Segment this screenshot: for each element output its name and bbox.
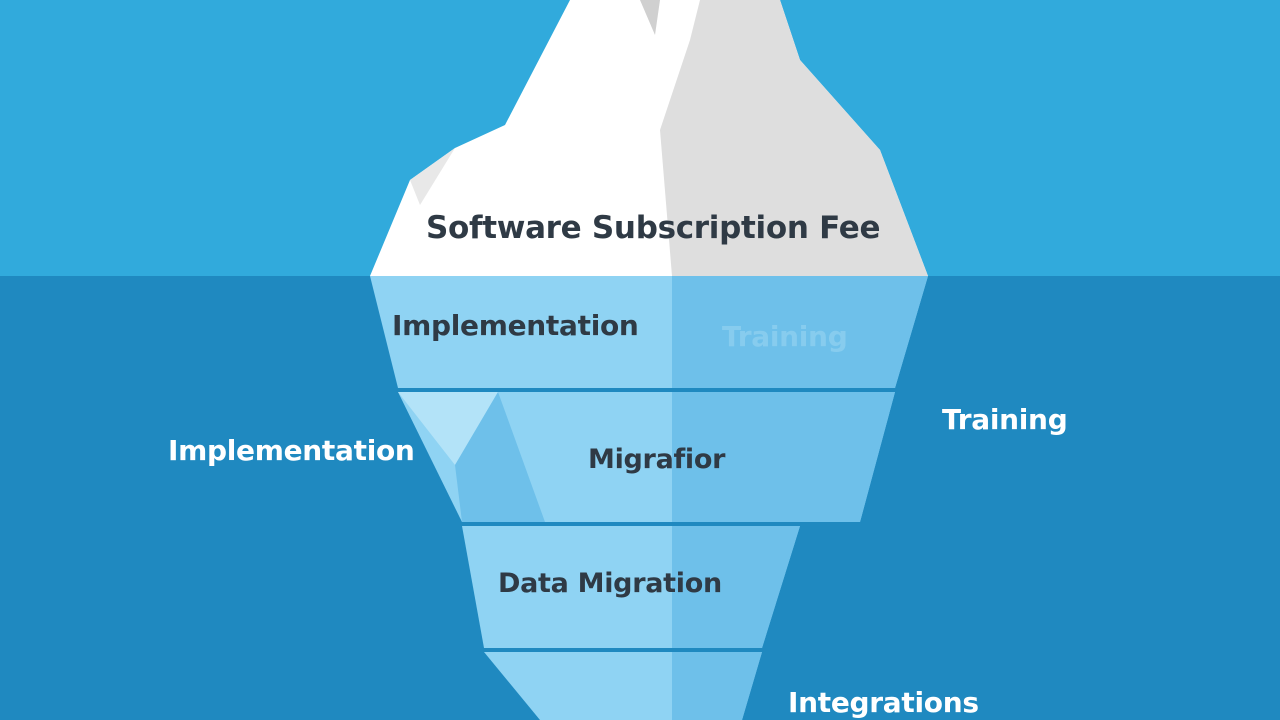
iceberg-tip-facet-left bbox=[410, 148, 455, 205]
underwater-layer-1-shade bbox=[672, 276, 928, 388]
underwater-layer-2-facet-mid bbox=[455, 392, 545, 522]
layer-2-label: Migrafior bbox=[588, 444, 726, 475]
underwater-layer-2-shade bbox=[672, 392, 895, 522]
left-outside-label: Implementation bbox=[168, 434, 415, 467]
above-water-label: Software Subscription Fee bbox=[426, 210, 881, 246]
bottom-right-outside-label: Integrations bbox=[788, 686, 979, 719]
underwater-layer-2-facet bbox=[398, 392, 498, 465]
iceberg-tip-facet-top bbox=[640, 0, 660, 35]
underwater-layer-3-shade bbox=[672, 526, 800, 648]
iceberg-tip-shade bbox=[660, 0, 928, 276]
underwater-layer-4-shade bbox=[672, 652, 762, 720]
layer-3-label: Data Migration bbox=[498, 568, 722, 599]
layer-1-faded-label: Training bbox=[722, 320, 848, 353]
layer-1-label: Implementation bbox=[392, 309, 639, 342]
right-outside-label: Training bbox=[942, 403, 1068, 436]
